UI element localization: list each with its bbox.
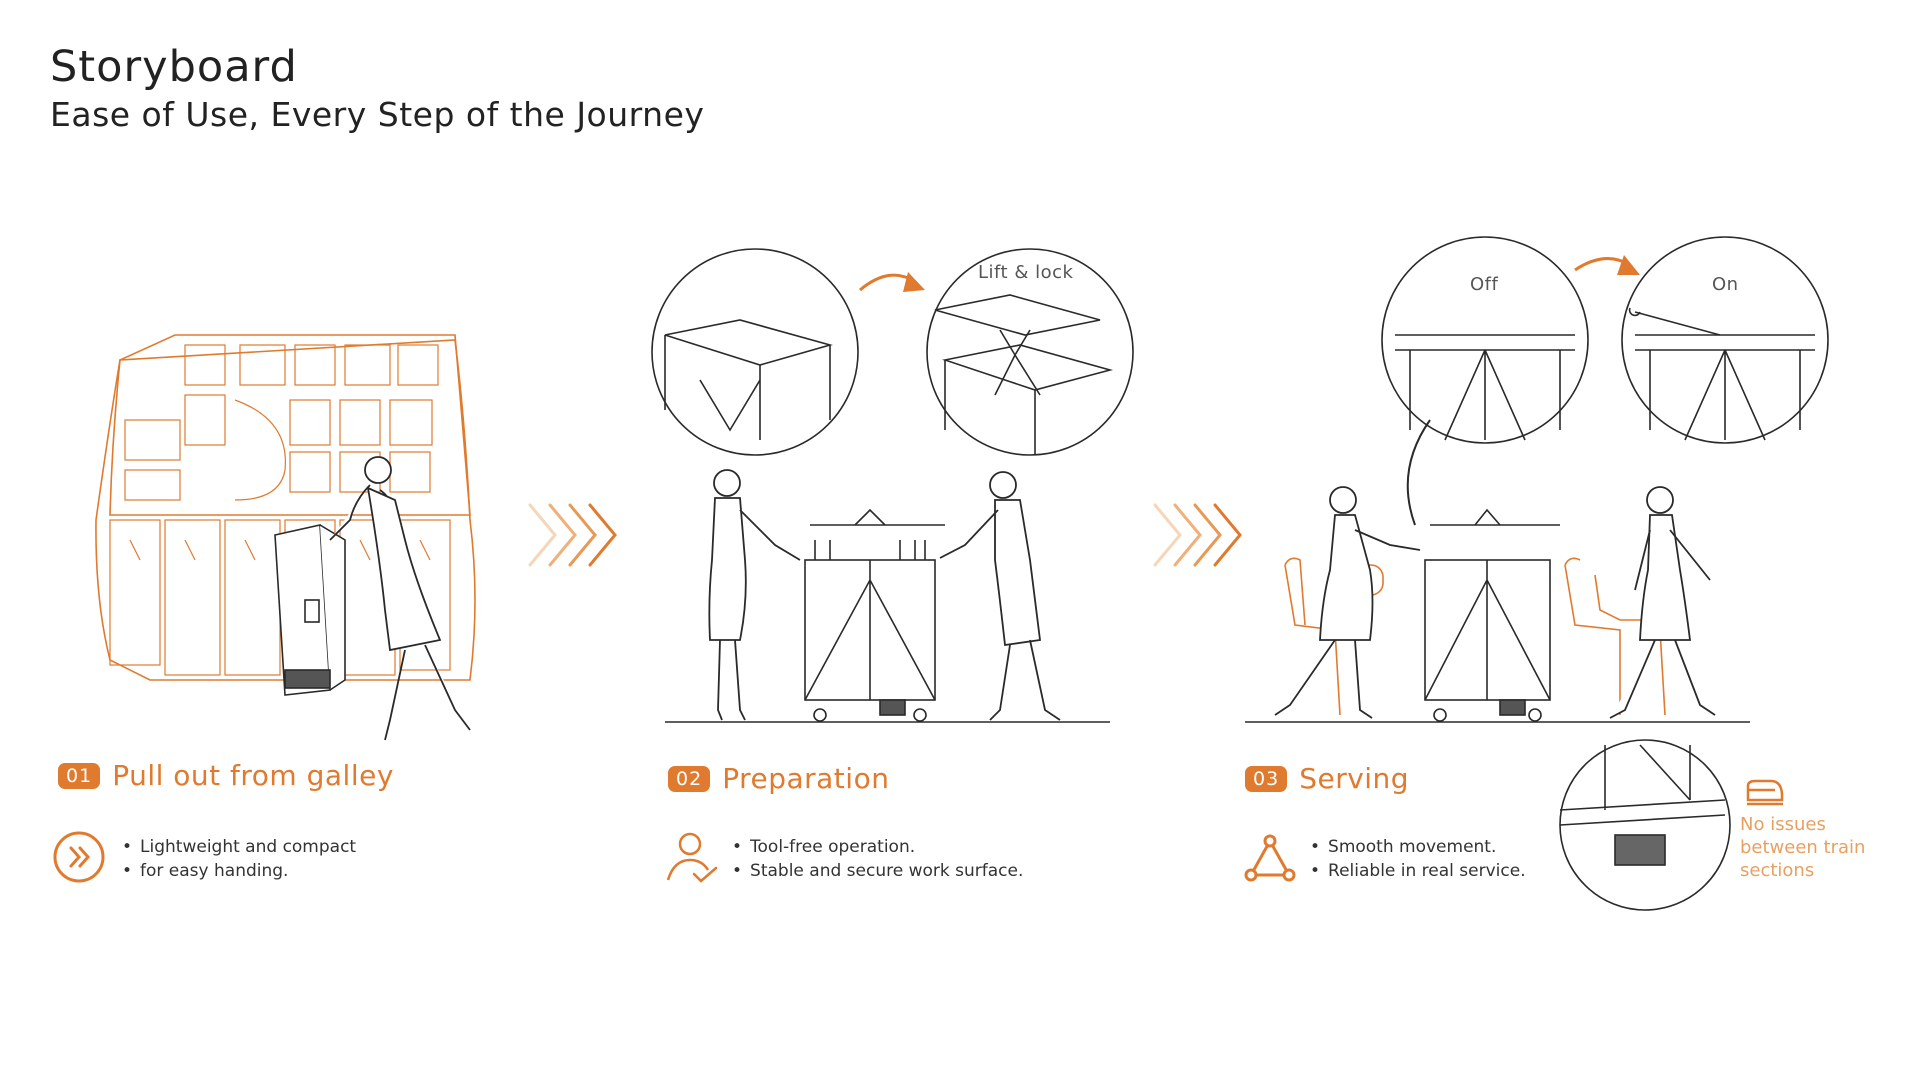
detail-circle-off bbox=[1381, 236, 1589, 444]
step-02-bullets: Tool-free operation. Stable and secure w… bbox=[732, 835, 1023, 883]
detail-circle-wheel bbox=[1559, 739, 1731, 911]
attendant-pushing bbox=[1274, 486, 1421, 719]
detail-circle-on bbox=[1621, 236, 1829, 444]
off-label: Off bbox=[1470, 274, 1499, 295]
page-title: Storyboard bbox=[50, 42, 298, 92]
bullet-item: Lightweight and compact bbox=[122, 835, 356, 859]
step-03-bullets: Smooth movement. Reliable in real servic… bbox=[1310, 835, 1526, 883]
bullet-item: Smooth movement. bbox=[1310, 835, 1526, 859]
step-number: 02 bbox=[668, 765, 711, 792]
person-check-icon bbox=[666, 832, 718, 883]
arrow-head-icon bbox=[903, 272, 925, 292]
arrow-head-icon bbox=[1617, 255, 1640, 275]
attendant-walking bbox=[1609, 486, 1716, 719]
step-title: Serving bbox=[1299, 762, 1410, 795]
step-number: 03 bbox=[1245, 765, 1288, 792]
step-number: 01 bbox=[58, 762, 101, 789]
detail-circle-open bbox=[926, 248, 1134, 456]
arrow-icon bbox=[1153, 503, 1242, 567]
double-chevron-circle-icon bbox=[53, 831, 105, 883]
trolley-pulled-out bbox=[274, 524, 346, 696]
bullet-item: for easy handing. bbox=[122, 859, 356, 883]
trolley-serving bbox=[1424, 508, 1560, 722]
side-note-text: No issues between train sections bbox=[1740, 814, 1866, 881]
bullet-item: Tool-free operation. bbox=[732, 835, 1023, 859]
step-01-header: 01 Pull out from galley bbox=[58, 759, 394, 792]
trolley-open bbox=[804, 508, 945, 722]
step-03-header: 03 Serving bbox=[1245, 762, 1409, 795]
arrow-icon bbox=[528, 503, 617, 567]
step-title: Preparation bbox=[722, 762, 890, 795]
attendant-right bbox=[939, 471, 1061, 721]
detail-circle-closed bbox=[651, 248, 859, 456]
step-title: Pull out from galley bbox=[112, 759, 394, 792]
attendant-pulling bbox=[329, 456, 471, 741]
triangle-nodes-icon bbox=[1244, 834, 1296, 882]
step-01-bullets: Lightweight and compact for easy handing… bbox=[122, 835, 356, 883]
on-label: On bbox=[1712, 274, 1739, 295]
pointer-line bbox=[1406, 419, 1431, 526]
bullet-item: Reliable in real service. bbox=[1310, 859, 1526, 883]
attendant-left bbox=[708, 469, 801, 721]
bullet-item: Stable and secure work surface. bbox=[732, 859, 1023, 883]
lift-lock-label: Lift & lock bbox=[978, 262, 1074, 283]
step-02-header: 02 Preparation bbox=[668, 762, 889, 795]
page-subtitle: Ease of Use, Every Step of the Journey bbox=[50, 95, 705, 134]
train-icon bbox=[1746, 779, 1784, 806]
